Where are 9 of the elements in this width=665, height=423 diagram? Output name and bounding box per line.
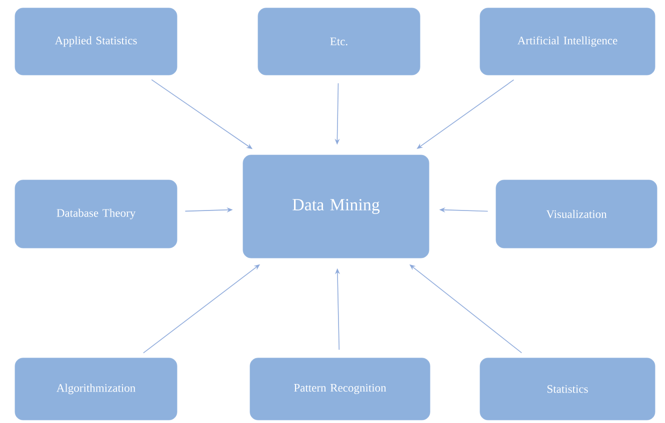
topic-box: Artificial Intelligence bbox=[480, 8, 656, 76]
topic-box: Database Theory bbox=[14, 180, 178, 248]
topic-box: Pattern Recognition bbox=[250, 358, 430, 420]
topic-box: Visualization bbox=[496, 180, 658, 248]
topic-box: Etc. bbox=[258, 8, 420, 76]
topic-box: Algorithmization bbox=[14, 358, 178, 420]
central-box: Data Mining bbox=[242, 154, 430, 258]
topic-box: Applied Statistics bbox=[14, 8, 178, 76]
topic-box: Statistics bbox=[480, 358, 656, 420]
